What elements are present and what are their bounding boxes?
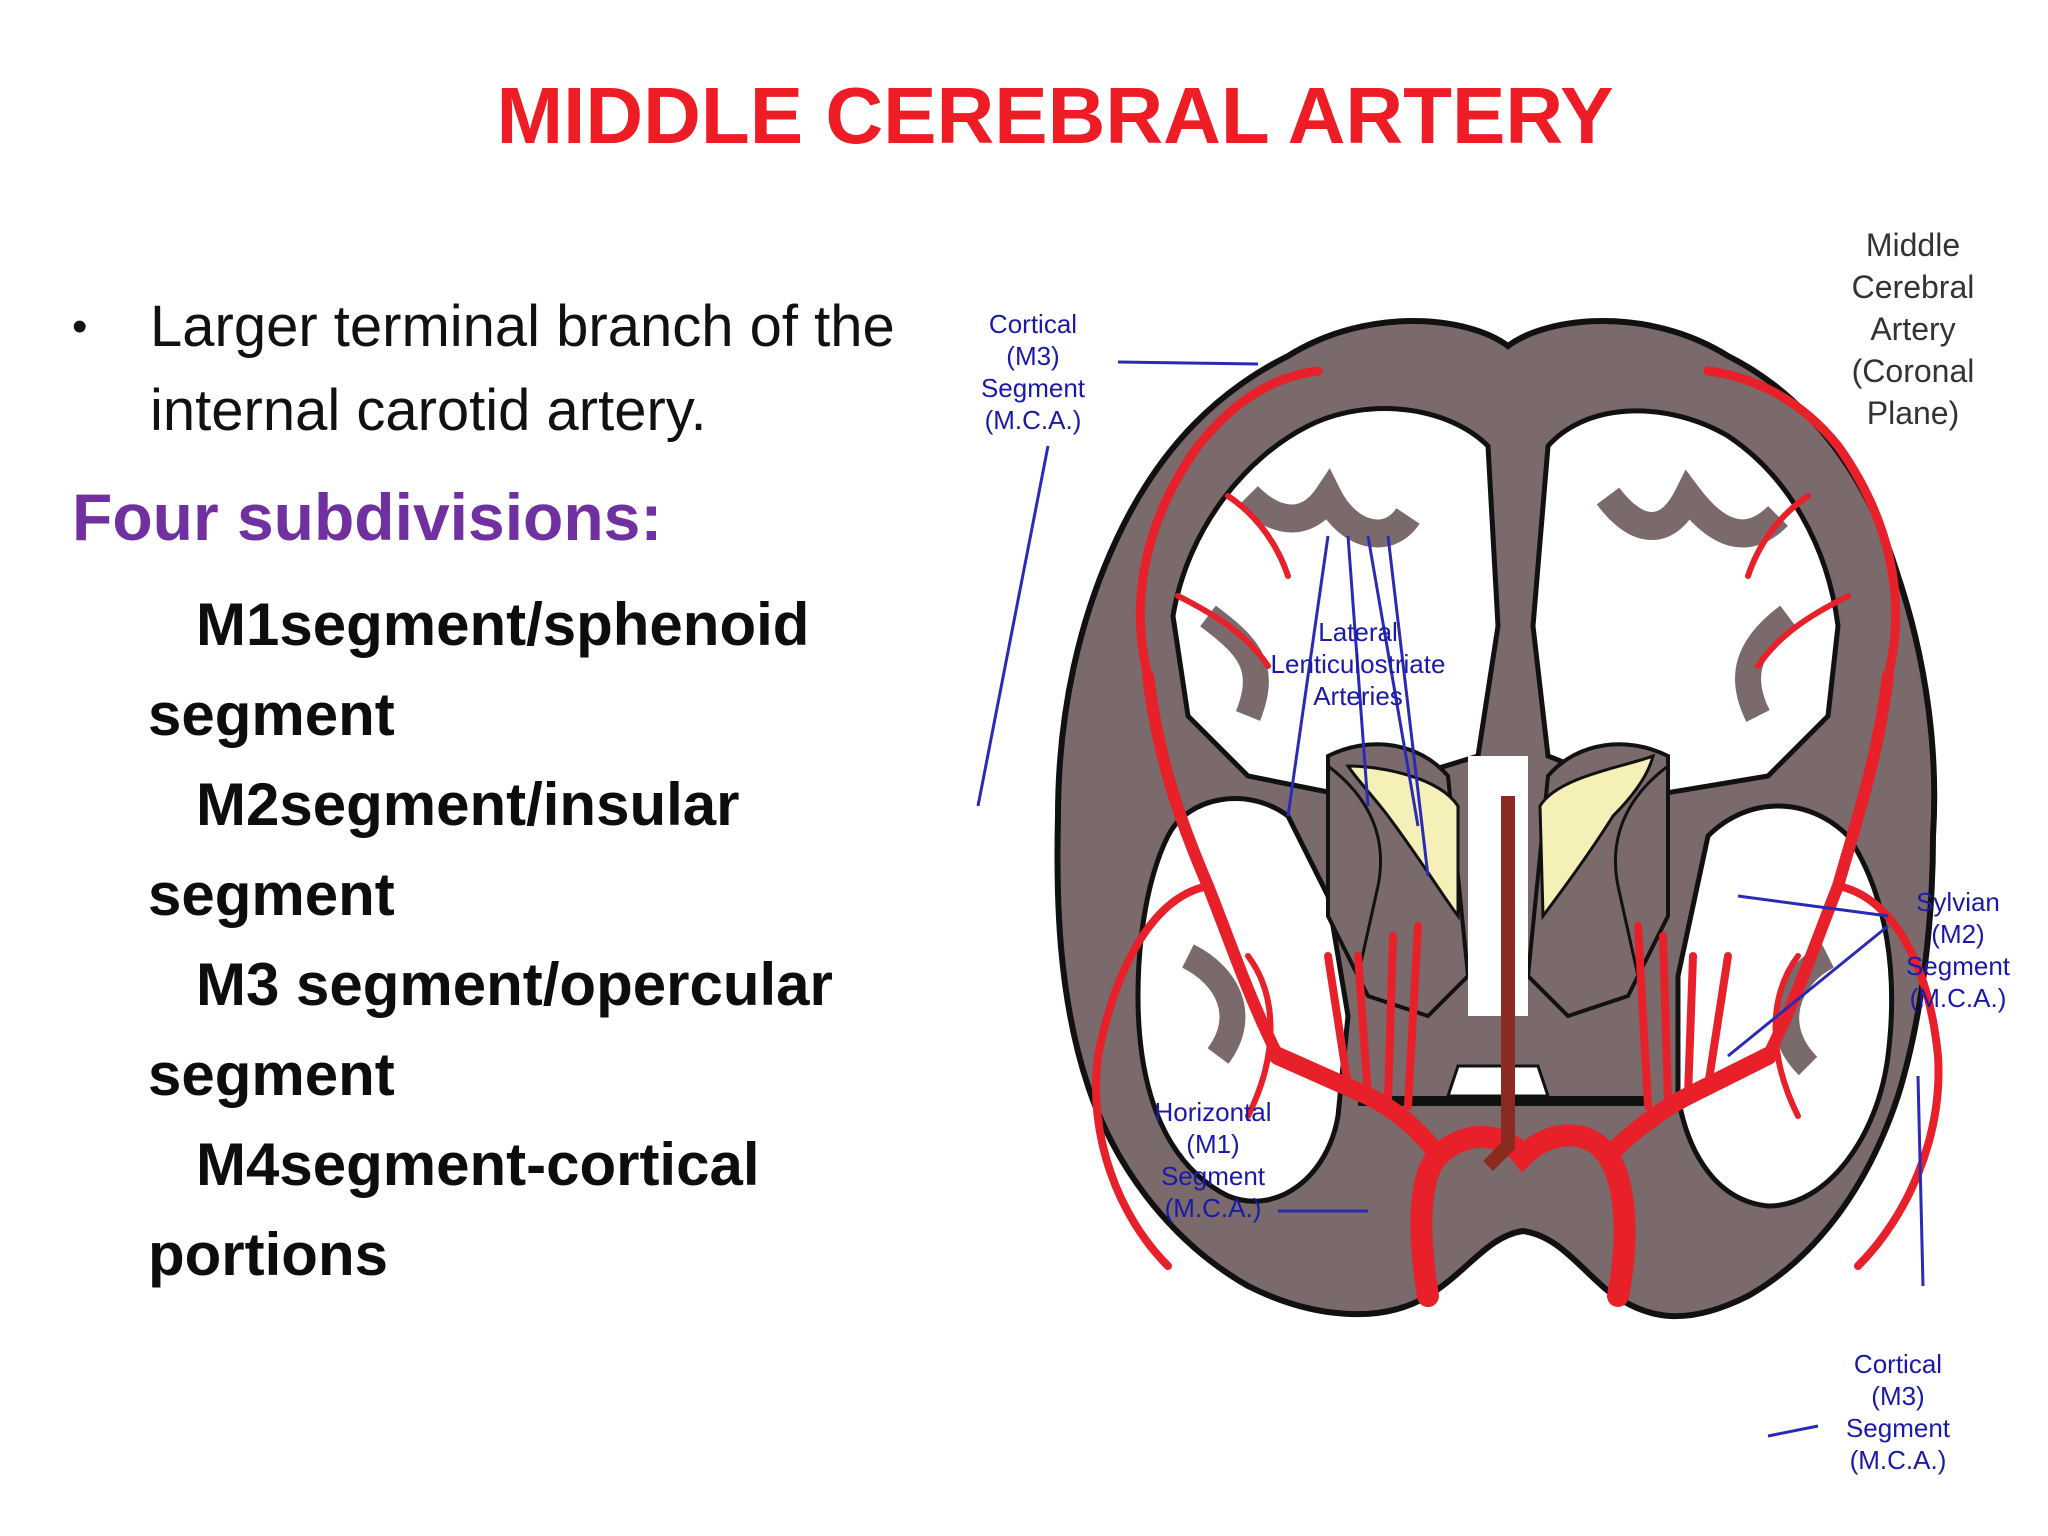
label-sylvian-m2: Sylvian (M2) Segment (M.C.A.): [1888, 886, 2028, 1014]
cortical-m3-right: [1703, 366, 1901, 681]
segment-list: M1segment/sphenoid segment M2segment/ins…: [148, 580, 928, 1300]
segment-item-m1-line2: segment: [148, 681, 395, 748]
mca-arteries: [1092, 366, 1943, 1307]
figure-caption-line3: Artery: [1870, 311, 1956, 347]
midline-artery: [1483, 796, 1515, 1171]
segment-item-m2-line2: segment: [148, 861, 395, 928]
segment-item-m4-line1: M4segment-cortical: [196, 1131, 760, 1198]
label-cortical-m3-top-line1: Cortical (M3): [988, 309, 1078, 371]
label-cortical-m3-bottom-line2: Segment: [1845, 1413, 1951, 1443]
figure-caption-line4: (Coronal Plane): [1851, 353, 1975, 431]
figure-caption: Middle Cerebral Artery (Coronal Plane): [1808, 224, 2018, 434]
segment-item-m2: M2segment/insular segment: [148, 760, 928, 940]
horizontal-m1-segment: [1410, 1124, 1636, 1307]
label-cortical-m3-bottom-line3: (M.C.A.): [1849, 1445, 1947, 1475]
ventricle-right: [1538, 753, 1656, 921]
label-lenticulostriate-line3: Arteries: [1313, 681, 1403, 711]
segment-item-m2-line1: M2segment/insular: [196, 771, 740, 838]
label-horizontal-m1-line3: (M.C.A.): [1164, 1193, 1262, 1223]
bullet-text: Larger terminal branch of the internal c…: [150, 294, 895, 443]
ventricle-left: [1345, 764, 1460, 921]
label-lenticulostriate-line1: Lateral: [1318, 617, 1398, 647]
figure-caption-line2: Cerebral: [1851, 269, 1975, 305]
bullet-dot-icon: •: [72, 302, 88, 351]
subdivisions-heading: Four subdivisions:: [72, 480, 663, 554]
segment-item-m3-line2: segment: [148, 1041, 395, 1108]
label-leader-lines: [976, 360, 1925, 1438]
label-lenticulostriate: Lateral Lenticulostriate Arteries: [1268, 616, 1448, 712]
label-cortical-m3-bottom-line1: Cortical (M3): [1853, 1349, 1943, 1411]
label-lenticulostriate-line2: Lenticulostriate: [1270, 649, 1446, 679]
label-horizontal-m1-line2: Segment: [1160, 1161, 1266, 1191]
label-horizontal-m1-line1: Horizontal (M1): [1154, 1097, 1272, 1159]
lateral-ventricles: [1345, 753, 1656, 921]
label-cortical-m3-bottom: Cortical (M3) Segment (M.C.A.): [1828, 1348, 1968, 1476]
coronal-brain-diagram: Cortical (M3) Segment (M.C.A.) Middle Ce…: [948, 196, 2048, 1501]
segment-item-m3-line1: M3 segment/opercular: [196, 951, 833, 1018]
slide-title: MIDDLE CEREBRAL ARTERY: [496, 71, 1614, 160]
label-cortical-m3-top-line3: (M.C.A.): [984, 405, 1082, 435]
label-cortical-m3-top: Cortical (M3) Segment (M.C.A.): [968, 308, 1098, 436]
label-sylvian-m2-line1: Sylvian (M2): [1916, 887, 2000, 949]
cortical-m3-left: [1135, 366, 1323, 681]
label-sylvian-m2-line2: Segment: [1905, 951, 2011, 981]
label-cortical-m3-top-line2: Segment: [980, 373, 1086, 403]
segment-item-m1-line1: M1segment/sphenoid: [196, 591, 810, 658]
white-matter: [1135, 406, 1895, 1209]
segment-item-m4-line2: portions: [148, 1221, 388, 1288]
label-sylvian-m2-line3: (M.C.A.): [1909, 983, 2007, 1013]
segment-item-m4: M4segment-cortical portions: [148, 1120, 928, 1300]
segment-item-m1: M1segment/sphenoid segment: [148, 580, 928, 760]
label-horizontal-m1: Horizontal (M1) Segment (M.C.A.): [1128, 1096, 1298, 1224]
segment-item-m3: M3 segment/opercular segment: [148, 940, 928, 1120]
figure-caption-line1: Middle: [1865, 227, 1961, 263]
